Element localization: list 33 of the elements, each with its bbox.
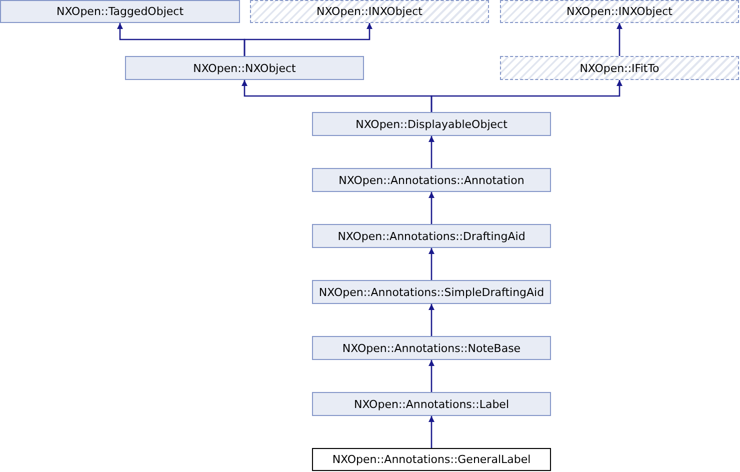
class-box xyxy=(312,112,551,136)
inheritance-arrow xyxy=(428,416,434,448)
class-box xyxy=(312,336,551,360)
inheritance-arrow xyxy=(428,304,434,336)
class-box xyxy=(500,56,739,80)
class-box xyxy=(0,0,240,23)
class-name: NXOpen::INXObject xyxy=(566,5,672,18)
class-name: NXOpen::Annotations::NoteBase xyxy=(342,342,521,354)
class-name: NXOpen::TaggedObject xyxy=(56,5,184,18)
inheritance-arrow xyxy=(430,80,622,112)
class-name: NXOpen::DisplayableObject xyxy=(356,118,508,130)
inheritance-arrow xyxy=(428,360,434,392)
inheritance-arrow xyxy=(616,23,622,56)
inheritance-arrow xyxy=(428,248,434,280)
class-name: NXOpen::INXObject xyxy=(316,5,422,18)
class-name: NXOpen::Annotations::GeneralLabel xyxy=(332,453,531,466)
class-box xyxy=(500,0,739,23)
inheritance-arrow xyxy=(428,192,434,224)
inheritance-arrow xyxy=(244,23,372,56)
class-box xyxy=(312,224,551,248)
class-box xyxy=(312,448,551,471)
class-box xyxy=(312,392,551,416)
class-box xyxy=(312,280,551,304)
class-name: NXOpen::NXObject xyxy=(193,62,296,74)
class-box xyxy=(125,56,364,80)
class-name: NXOpen::Annotations::Annotation xyxy=(338,174,524,186)
class-name: NXOpen::IFitTo xyxy=(580,62,660,74)
class-name: NXOpen::Annotations::Label xyxy=(354,398,509,410)
inheritance-arrow xyxy=(428,136,434,168)
class-name: NXOpen::Annotations::DraftingAid xyxy=(338,230,526,242)
class-box xyxy=(250,0,489,23)
class-name: NXOpen::Annotations::SimpleDraftingAid xyxy=(318,286,544,298)
class-box xyxy=(312,168,551,192)
